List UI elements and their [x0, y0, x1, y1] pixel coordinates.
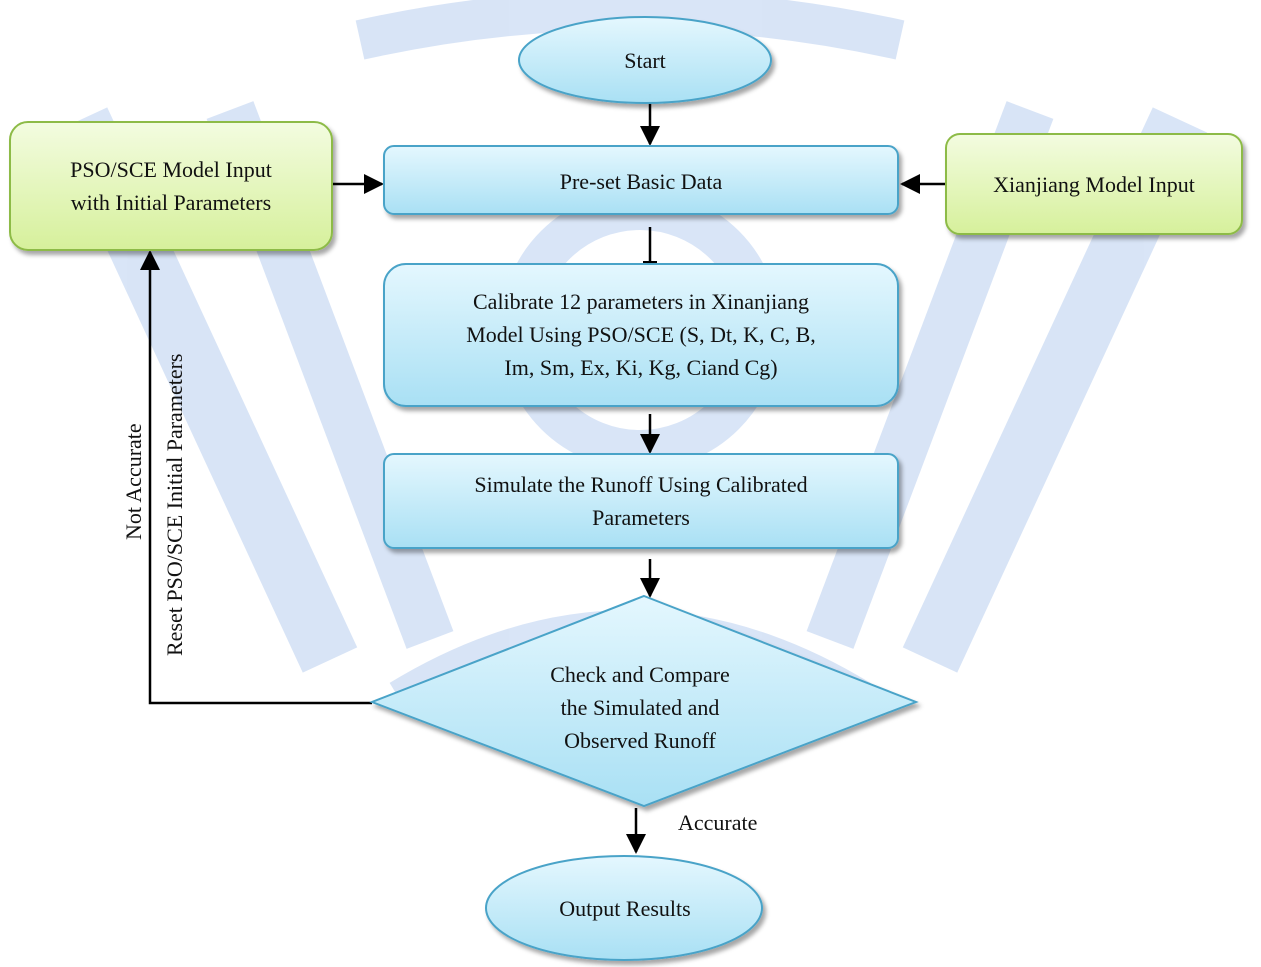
reset-parameters-label: Reset PSO/SCE Initial Parameters: [162, 353, 187, 656]
connectors: [140, 102, 946, 854]
pso-input-shape: [9, 121, 333, 251]
pso-input-node: PSO/SCE Model Input with Initial Paramet…: [70, 157, 272, 215]
calibrate-node: Calibrate 12 parameters in Xinanjiang Mo…: [466, 288, 816, 380]
arrow-feedback-loop: [140, 250, 372, 705]
accurate-label: Accurate: [678, 810, 758, 835]
shapes: [9, 16, 1243, 961]
xj-input-shape: [945, 133, 1243, 235]
xj-input-node: Xianjiang Model Input: [993, 171, 1195, 197]
output-node: Output Results: [559, 895, 691, 921]
start-node-shape: [518, 16, 772, 104]
check-decision-shape: [369, 594, 919, 808]
output-node-shape: [485, 855, 763, 961]
start-node: Start: [624, 47, 666, 73]
calibrate-shape: [383, 263, 899, 407]
not-accurate-label: Not Accurate: [121, 423, 146, 540]
preset-node: Pre-set Basic Data: [559, 168, 723, 194]
preset-shape: [383, 145, 899, 215]
simulate-node: Simulate the Runoff Using Calibrated Par…: [474, 472, 808, 530]
check-node: Check and Compare the Simulated and Obse…: [550, 661, 730, 753]
simulate-shape: [383, 453, 899, 549]
